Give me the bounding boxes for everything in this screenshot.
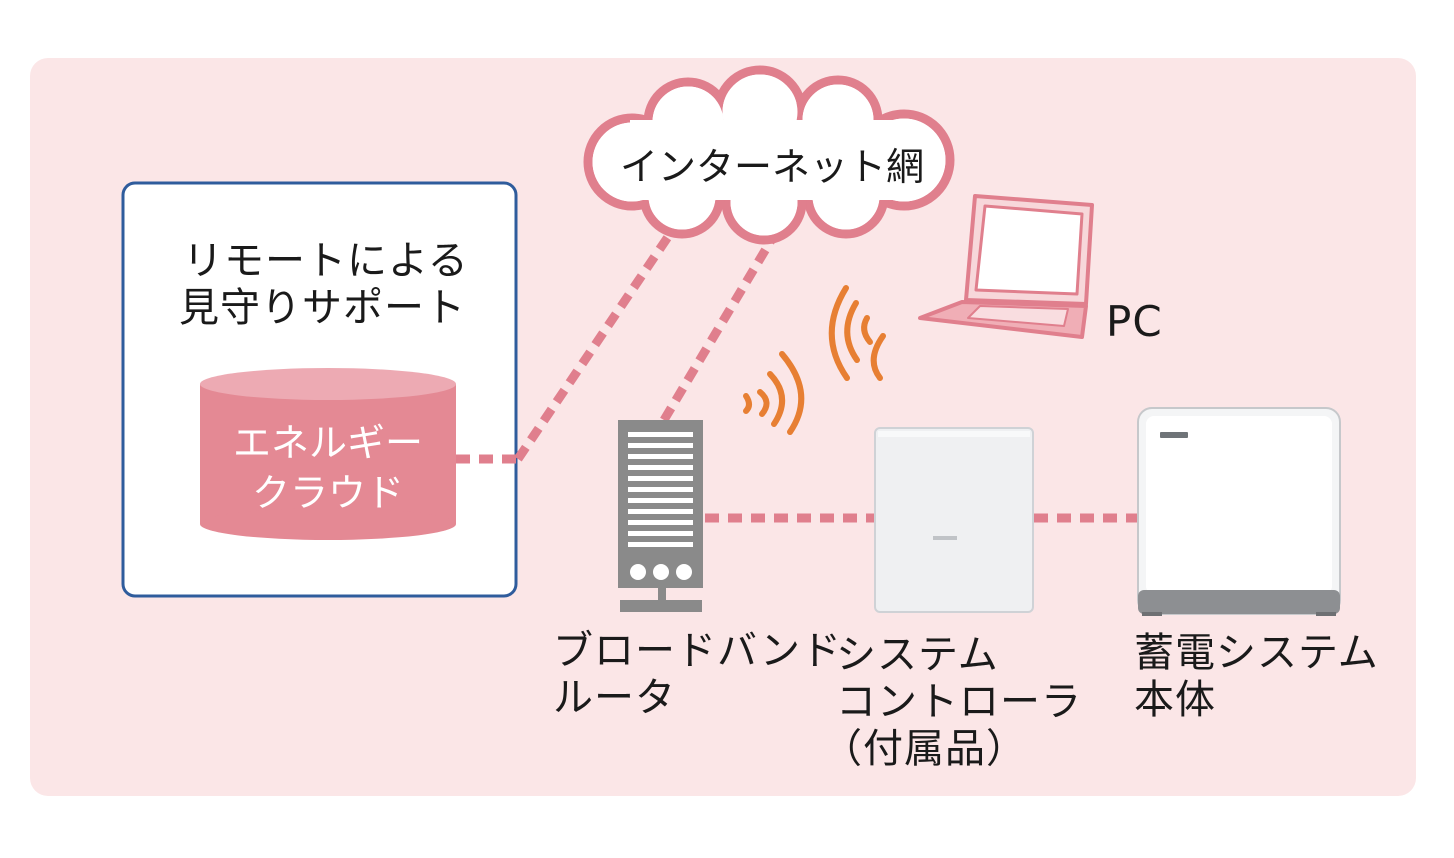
- energy-cloud-database-icon: [200, 368, 456, 540]
- router-label: ブロードバンド ルータ: [553, 628, 842, 722]
- storage-system-unit-icon: [1137, 407, 1341, 616]
- wifi-signal-pc-icon: [828, 285, 886, 381]
- internet-label: インターネット網: [620, 145, 925, 189]
- remote-support-title-line1: リモートによる: [183, 238, 469, 284]
- controller-label-line2: コントローラ: [836, 679, 1082, 725]
- broadband-router-icon: [618, 420, 703, 612]
- network-links: [456, 219, 1140, 523]
- router-label-line1: ブロードバンド: [553, 628, 842, 674]
- internet-cloud-fill: [592, 74, 946, 236]
- energy-cloud-label: エネルギー クラウド: [200, 418, 456, 518]
- laptop-icon: [918, 194, 1094, 339]
- link-box-to-internet: [514, 219, 682, 462]
- controller-label-line1: システム: [836, 632, 999, 678]
- router-label-line2: ルータ: [553, 675, 676, 721]
- storage-label-line2: 本体: [1134, 677, 1216, 723]
- remote-support-title-line2: 見守りサポート: [179, 285, 466, 331]
- link-router-to-internet: [660, 219, 786, 423]
- controller-label-line3: （付属品）: [822, 726, 1027, 772]
- energy-cloud-label-line1: エネルギー: [232, 421, 423, 465]
- system-controller-icon: [874, 427, 1034, 613]
- pc-label: PC: [1106, 297, 1163, 346]
- wifi-signal-router-icon: [743, 351, 805, 435]
- remote-support-title: リモートによる 見守りサポート: [179, 238, 469, 332]
- storage-label-line1: 蓄電システム: [1134, 630, 1379, 676]
- controller-label: システム コントローラ （付属品）: [822, 632, 1082, 773]
- storage-label: 蓄電システム 本体: [1134, 630, 1379, 724]
- energy-cloud-label-line2: クラウド: [251, 471, 404, 515]
